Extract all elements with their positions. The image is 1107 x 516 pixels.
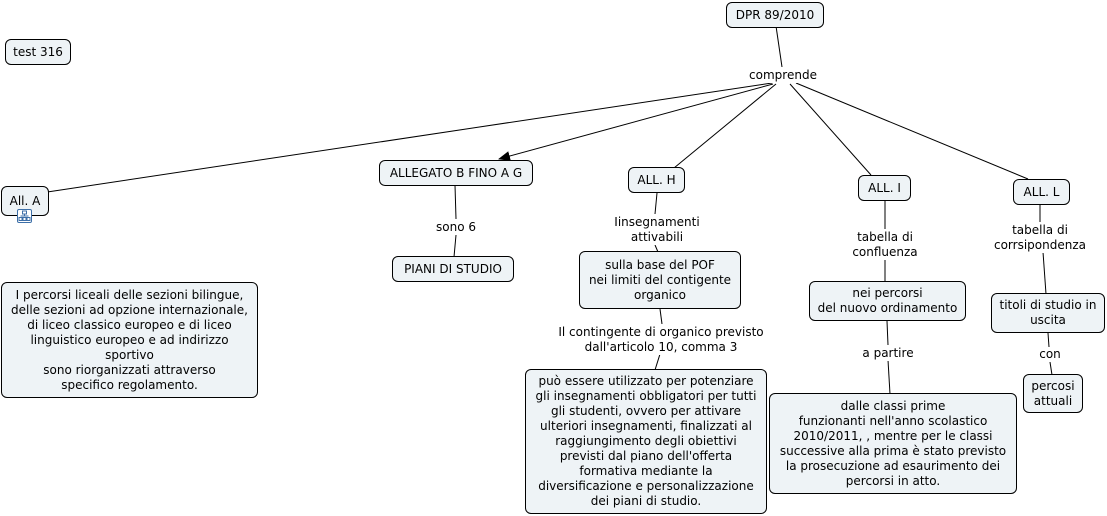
link-corrispondenza-titoli xyxy=(1042,251,1047,295)
concept-test-316[interactable]: test 316 xyxy=(5,39,71,65)
link-comprende-all-h xyxy=(673,83,777,169)
link-label-tabella-di-confluenza[interactable]: tabella di confluenza xyxy=(848,229,922,260)
concept-percorsi-liceali[interactable]: I percorsi liceali delle sezioni bilingu… xyxy=(1,282,258,398)
concept-dpr-89-2010[interactable]: DPR 89/2010 xyxy=(726,2,824,28)
concept-dalle-classi-prime[interactable]: dalle classi prime funzionanti nell'anno… xyxy=(769,393,1017,494)
link-label-tabella-di-corrispondenza[interactable]: tabella di corrsipondenza xyxy=(988,222,1092,253)
link-pof-contingente xyxy=(659,308,663,325)
link-con-percorsi-attuali xyxy=(1049,361,1053,376)
link-dpr-comprende xyxy=(775,25,783,68)
link-sono6-piani xyxy=(453,234,457,258)
link-comprende-all-l xyxy=(795,82,1029,180)
link-comprende-all-i xyxy=(789,83,872,176)
concept-all-i[interactable]: ALL. I xyxy=(858,175,911,201)
link-label-comprende[interactable]: comprende xyxy=(746,67,820,83)
link-label-contingente-di-organico[interactable]: Il contingente di organico previsto dall… xyxy=(551,324,771,355)
concept-percorsi-attuali[interactable]: percosi attuali xyxy=(1023,374,1083,413)
submap-icon[interactable] xyxy=(17,209,32,223)
link-label-insegnamenti-attivabili[interactable]: Iinsegnamenti attivabili xyxy=(609,214,705,245)
link-a-partire-dalle-classi xyxy=(887,359,891,395)
link-comprende-all-a xyxy=(33,82,773,198)
link-contingente-puo xyxy=(654,353,661,371)
link-comprende-allegato-b-g xyxy=(498,83,774,161)
concept-all-h[interactable]: ALL. H xyxy=(628,167,685,193)
link-insegnamenti-pof xyxy=(654,244,659,253)
concept-puo-essere-utilizzato[interactable]: può essere utilizzato per potenziare gli… xyxy=(525,369,767,514)
concept-nei-percorsi[interactable]: nei percorsi del nuovo ordinamento xyxy=(809,281,966,321)
concept-sulla-base-del-pof[interactable]: sulla base del POF nei limiti del contig… xyxy=(579,251,741,309)
link-nei-percorsi-a-partire xyxy=(886,320,889,346)
link-allegato-sono6 xyxy=(454,184,457,220)
link-label-a-partire[interactable]: a partire xyxy=(858,345,918,361)
link-titoli-con xyxy=(1047,332,1050,348)
link-label-sono-6[interactable]: sono 6 xyxy=(430,219,482,235)
concept-allegato-b-fino-a-g[interactable]: ALLEGATO B FINO A G xyxy=(379,160,533,186)
concept-piani-di-studio[interactable]: PIANI DI STUDIO xyxy=(392,256,514,282)
link-all-h-insegnamenti xyxy=(654,192,658,215)
concept-all-l[interactable]: ALL. L xyxy=(1013,179,1070,205)
link-label-con[interactable]: con xyxy=(1035,347,1065,362)
concept-titoli-di-studio[interactable]: titoli di studio in uscita xyxy=(991,293,1105,333)
